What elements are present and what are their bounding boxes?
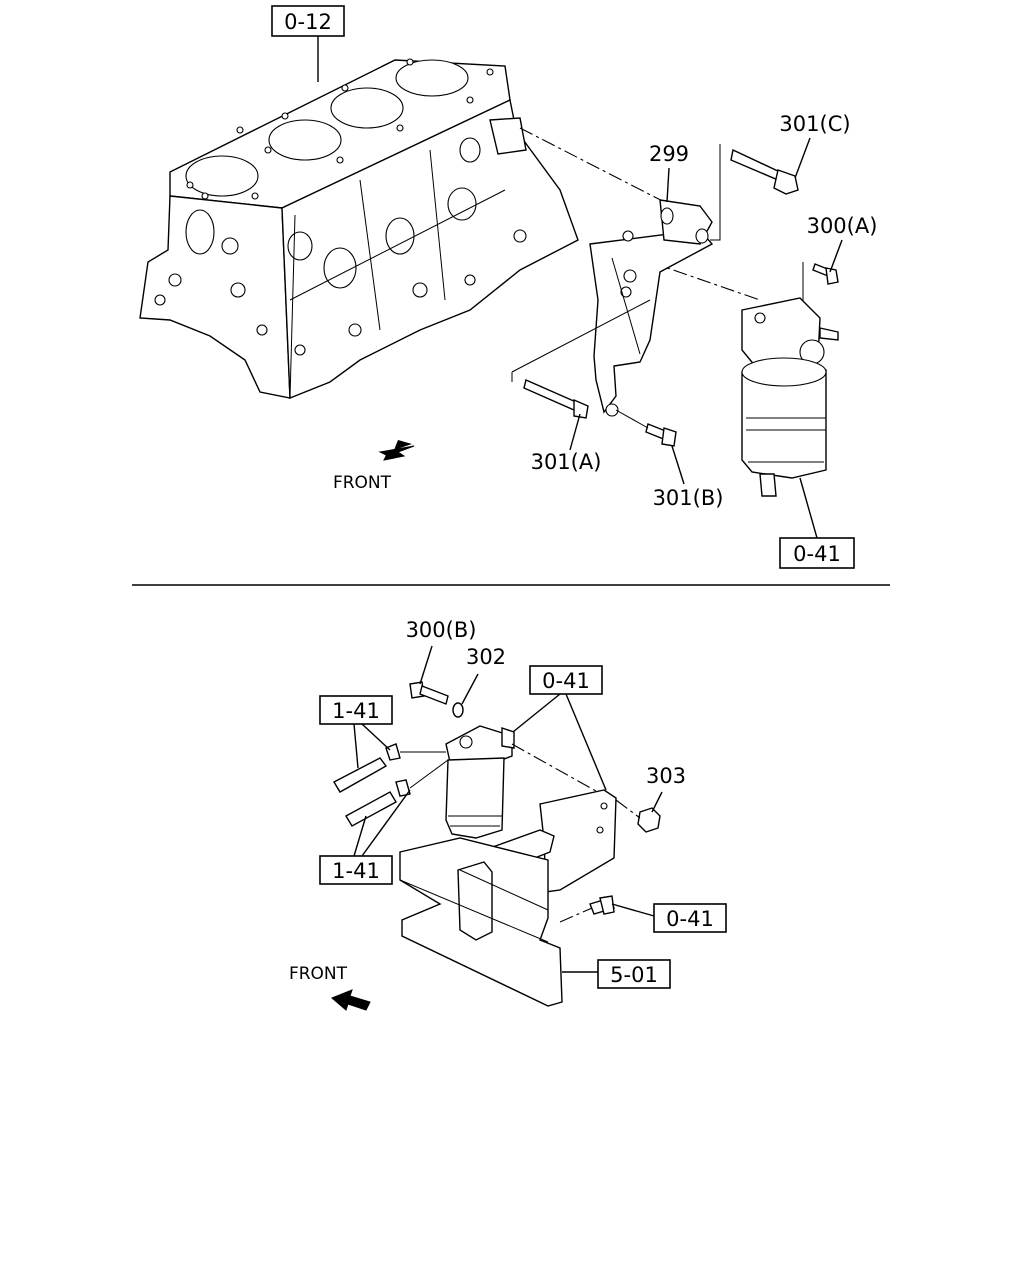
fuel-filter-drawing (741, 297, 839, 497)
washer-callout: 302 (466, 645, 506, 669)
bolt-300a-drawing (812, 263, 839, 285)
hose-drawing (333, 743, 411, 827)
bolt-300b-drawing (409, 681, 449, 705)
nut-callout: 303 (646, 764, 686, 788)
frame-ref: 5-01 (610, 963, 658, 987)
bolt-300b-callout: 300(B) (406, 618, 477, 642)
nut-303-drawing (637, 807, 661, 833)
front-arrow-icon (378, 445, 415, 461)
bracket-callout: 299 (649, 142, 689, 166)
fuel-filter-ref: 0-41 (793, 542, 841, 566)
bolt-301b-callout: 301(B) (653, 486, 724, 510)
bolt-301c-drawing (730, 148, 799, 195)
front-label-lower: FRONT (289, 964, 348, 984)
bolt-300a-callout: 300(A) (807, 214, 878, 238)
lower-bolt-drawing (589, 895, 615, 915)
filter-ref: 0-41 (542, 669, 590, 693)
front-arrow-lower-icon (331, 989, 371, 1011)
engine-block-drawing (139, 58, 579, 400)
engine-block-ref: 0-12 (284, 10, 332, 34)
front-label-upper: FRONT (333, 473, 392, 493)
bolt-301c-callout: 301(C) (779, 112, 850, 136)
lower-view: 300(B) 302 0-41 (289, 618, 727, 1011)
lower-filter-drawing (445, 725, 515, 839)
washer-302-drawing (452, 702, 464, 718)
hose-upper-ref: 1-41 (332, 699, 380, 723)
frame-drawing (399, 837, 563, 1007)
bolt-301a-callout: 301(A) (531, 450, 602, 474)
bracket-drawing (589, 199, 714, 417)
bolt-ref: 0-41 (666, 907, 714, 931)
upper-view: 0-12 299 301(C) (139, 5, 878, 569)
hose-lower-ref: 1-41 (332, 859, 380, 883)
bolt-301a-drawing (523, 379, 589, 419)
bolt-301b-drawing (645, 423, 677, 447)
